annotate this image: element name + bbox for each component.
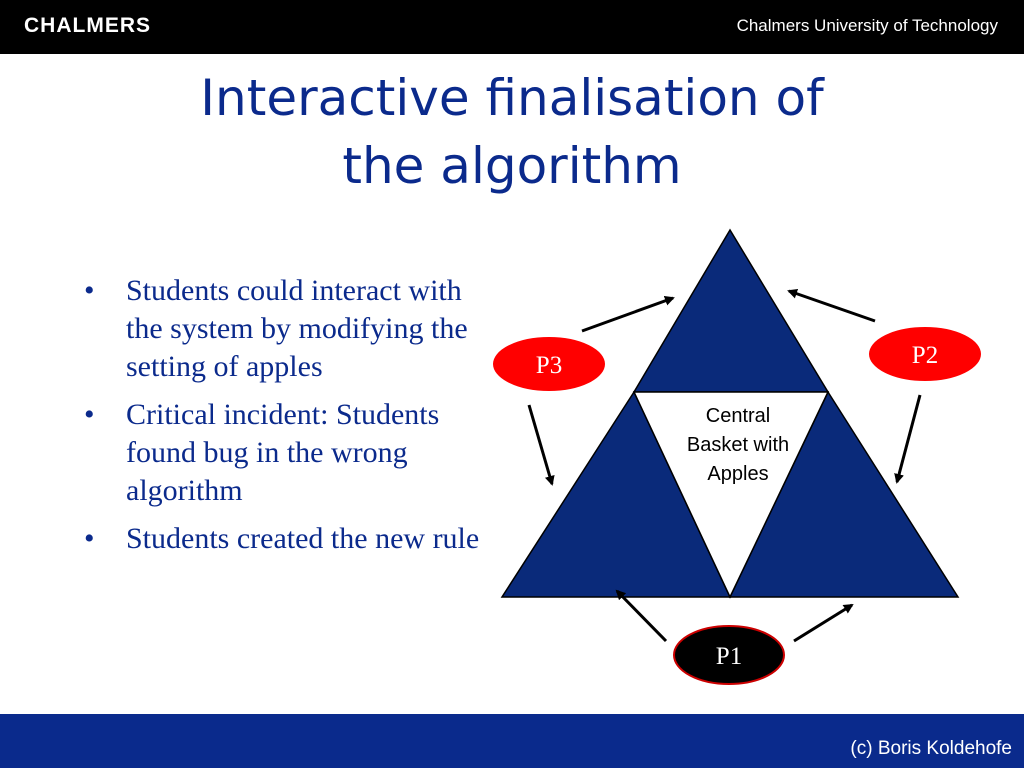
slide-title-line1: Interactive finalisation of xyxy=(200,69,824,127)
arrow-p2-to-right xyxy=(894,394,922,484)
node-p2 xyxy=(867,325,983,383)
chalmers-logo: CHALMERS xyxy=(24,14,151,37)
triangle-top xyxy=(632,228,830,393)
arrow-p1-to-left xyxy=(615,589,668,643)
center-label-line3: Apples xyxy=(707,463,768,485)
copyright-text: (c) Boris Koldehofe xyxy=(850,738,1012,759)
header-bar: CHALMERS Chalmers University of Technolo… xyxy=(0,0,1024,54)
bullet-list: Students could interact with the system … xyxy=(84,272,504,568)
slide-title-line2: the algorithm xyxy=(342,137,682,195)
arrow-p1-to-right xyxy=(793,603,854,643)
arrow-p2-to-top xyxy=(787,288,876,323)
bullet-item: Critical incident: Students found bug in… xyxy=(84,396,504,510)
slide-title: Interactive finalisation of the algorith… xyxy=(0,64,1024,200)
node-p2-label: P2 xyxy=(912,342,938,369)
arrow-p3-to-top xyxy=(581,296,675,333)
node-p3 xyxy=(491,335,607,393)
bullet-item: Students could interact with the system … xyxy=(84,272,504,386)
center-label-line2: Basket with xyxy=(687,434,789,456)
institution-name: Chalmers University of Technology xyxy=(736,16,998,35)
node-p1 xyxy=(673,625,785,685)
bullet-item: Students created the new rule xyxy=(84,520,504,558)
triangle-center xyxy=(632,391,830,599)
node-p1-label: P1 xyxy=(716,643,742,670)
footer-bar: (c) Boris Koldehofe xyxy=(0,714,1024,768)
node-p3-label: P3 xyxy=(536,352,562,379)
center-label-line1: Central xyxy=(706,405,770,427)
arrow-p3-to-left xyxy=(527,404,555,486)
